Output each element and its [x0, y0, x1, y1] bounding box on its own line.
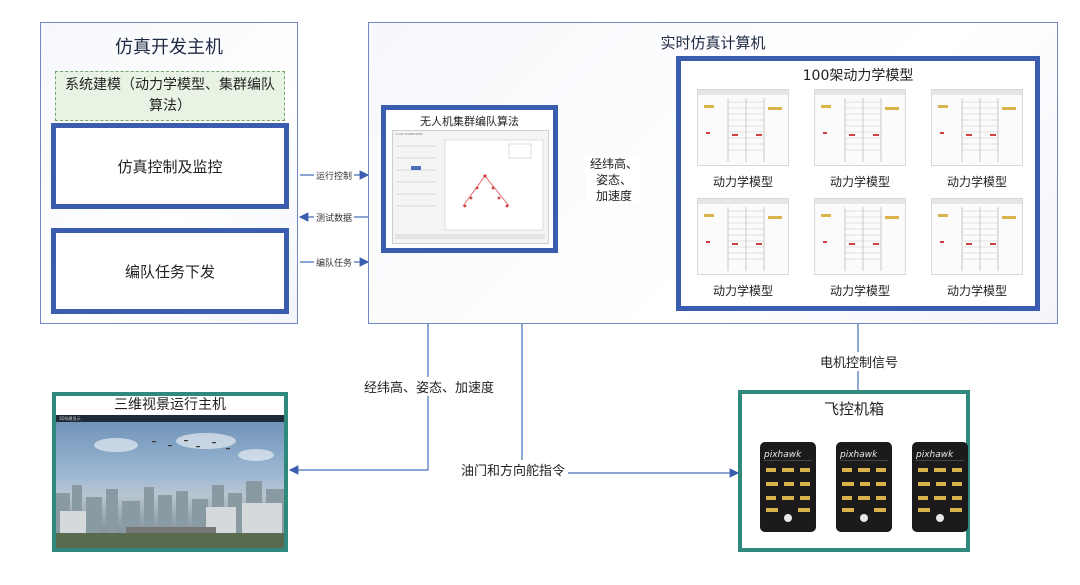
realtime-title: 实时仿真计算机 — [660, 34, 766, 52]
pixhawk-brand: pixhawk — [764, 450, 802, 460]
model-thumbnail — [697, 89, 789, 166]
pixhawk-ports-graphic — [916, 460, 964, 522]
scene-caption-bar: 3D场景显示 — [56, 415, 284, 422]
model-thumbnail-graphic — [698, 199, 788, 271]
model-thumbnail — [814, 198, 906, 275]
dev-host-panel: 仿真开发主机 系统建模（动力学模型、集群编队算法） 仿真控制及监控 编队任务下发 — [40, 22, 298, 324]
algo-screenshot-graphic — [395, 139, 545, 239]
scene-city-graphic — [56, 433, 284, 548]
model-thumbnail-graphic — [698, 90, 788, 162]
label-attitude: 姿态、 — [595, 173, 632, 187]
model-thumbnail-graphic — [932, 199, 1022, 271]
label-run-control: 运行控制 — [314, 169, 355, 182]
label-accel: 加速度 — [595, 189, 632, 203]
modeling-box: 系统建模（动力学模型、集群编队算法） — [55, 71, 285, 121]
pixhawk-ports-graphic — [840, 460, 888, 522]
pixhawk-unit: pixhawk — [912, 442, 968, 532]
model-thumbnail — [697, 198, 789, 275]
model-thumbnail-graphic — [815, 199, 905, 271]
model-label: 动力学模型 — [946, 284, 1007, 298]
models-box: 100架动力学模型 动力学模型 — [676, 56, 1040, 311]
dev-host-title: 仿真开发主机 — [115, 37, 223, 58]
pixhawk-ports-graphic — [764, 460, 812, 522]
model-thumbnail — [931, 89, 1023, 166]
label-formation-task: 编队任务 — [314, 256, 355, 269]
fc-units: pixhawk pixhawk — [754, 442, 968, 534]
model-thumbnail — [931, 198, 1023, 275]
model-label: 动力学模型 — [946, 175, 1007, 189]
label-lat-lon-alt: 经纬高、 — [589, 157, 638, 171]
scene-view: 3D场景显示 — [56, 415, 284, 548]
algo-box: 无人机集群编队算法 Y-UAV FORMATION — [381, 105, 558, 253]
label-throttle-rudder: 油门和方向舵指令 — [458, 460, 569, 479]
dispatch-box: 编队任务下发 — [51, 228, 289, 314]
models-title: 100架动力学模型 — [802, 68, 914, 84]
fc-title: 飞控机箱 — [823, 400, 884, 418]
pixhawk-brand: pixhawk — [916, 450, 954, 460]
algo-screenshot-caption: Y-UAV FORMATION — [395, 132, 423, 136]
scene-host-box: 三维视景运行主机 3D场景显示 — [52, 392, 288, 552]
label-motor-signal: 电机控制信号 — [817, 352, 902, 371]
algo-title: 无人机集群编队算法 — [420, 115, 519, 128]
model-label: 动力学模型 — [829, 175, 890, 189]
label-state-bottom: 经纬高、姿态、加速度 — [362, 377, 497, 396]
model-thumbnail — [814, 89, 906, 166]
model-label: 动力学模型 — [829, 284, 890, 298]
algo-screenshot: Y-UAV FORMATION — [392, 130, 549, 244]
scene-caption-text: 3D场景显示 — [59, 416, 81, 421]
model-label: 动力学模型 — [712, 175, 773, 189]
monitor-box: 仿真控制及监控 — [51, 123, 289, 209]
scene-host-title: 三维视景运行主机 — [114, 397, 226, 413]
fc-box: 飞控机箱 pixhawk pixhawk — [738, 390, 970, 552]
pixhawk-unit: pixhawk — [836, 442, 892, 532]
label-test-data: 测试数据 — [314, 211, 355, 224]
model-label: 动力学模型 — [712, 284, 773, 298]
pixhawk-unit: pixhawk — [760, 442, 816, 532]
model-thumbnail-graphic — [932, 90, 1022, 162]
model-thumbnail-graphic — [815, 90, 905, 162]
pixhawk-brand: pixhawk — [840, 450, 878, 460]
arrow-algo-to-scene — [288, 252, 429, 475]
label-state-stack: 经纬高、 姿态、 加速度 — [586, 156, 642, 204]
